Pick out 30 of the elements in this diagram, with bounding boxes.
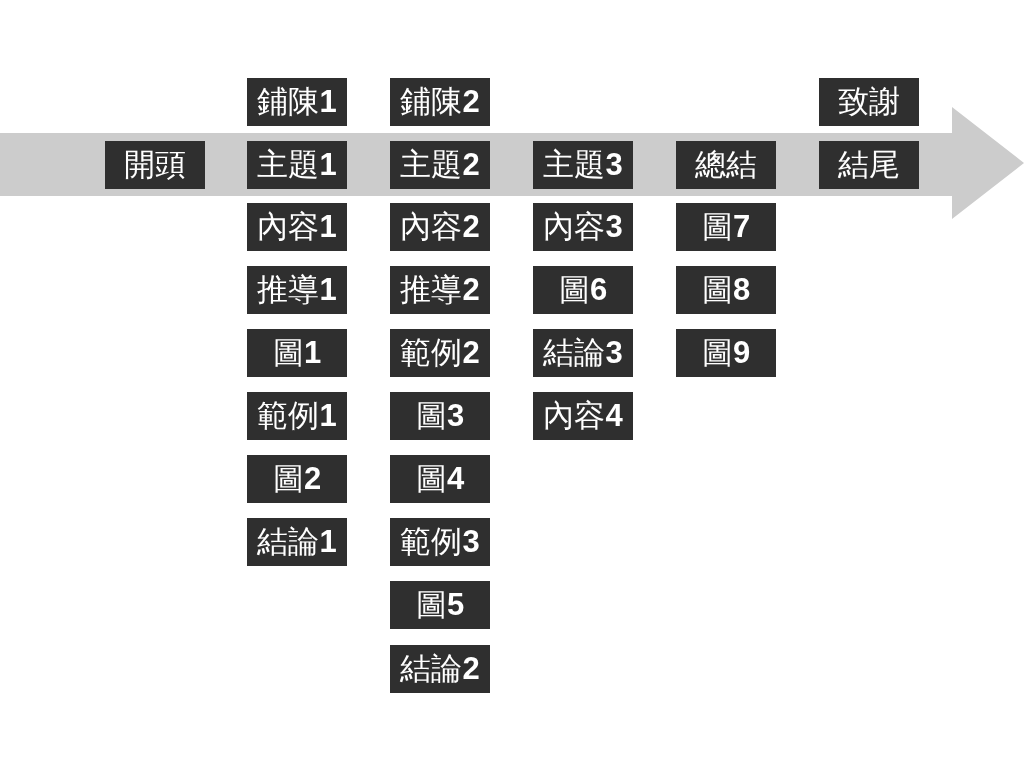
label-box: 圖4 — [390, 455, 490, 503]
label-box: 圖6 — [533, 266, 633, 314]
label-box: 主題2 — [390, 141, 490, 189]
label-box: 結尾 — [819, 141, 919, 189]
label-box: 結論1 — [247, 518, 347, 566]
label-box: 範例2 — [390, 329, 490, 377]
label-box: 結論2 — [390, 645, 490, 693]
label-box: 內容3 — [533, 203, 633, 251]
label-box: 主題1 — [247, 141, 347, 189]
label-box: 圖7 — [676, 203, 776, 251]
label-box: 內容2 — [390, 203, 490, 251]
label-box: 圖3 — [390, 392, 490, 440]
label-box: 總結 — [676, 141, 776, 189]
label-box: 內容1 — [247, 203, 347, 251]
label-box: 內容4 — [533, 392, 633, 440]
label-box: 鋪陳2 — [390, 78, 490, 126]
label-box: 推導2 — [390, 266, 490, 314]
label-box: 圖8 — [676, 266, 776, 314]
label-box: 圖5 — [390, 581, 490, 629]
label-box: 範例3 — [390, 518, 490, 566]
label-box: 鋪陳1 — [247, 78, 347, 126]
label-box: 主題3 — [533, 141, 633, 189]
label-box: 推導1 — [247, 266, 347, 314]
label-box: 致謝 — [819, 78, 919, 126]
label-box: 結論3 — [533, 329, 633, 377]
label-box: 圖1 — [247, 329, 347, 377]
label-box: 範例1 — [247, 392, 347, 440]
label-box: 圖9 — [676, 329, 776, 377]
label-box: 圖2 — [247, 455, 347, 503]
label-box: 開頭 — [105, 141, 205, 189]
